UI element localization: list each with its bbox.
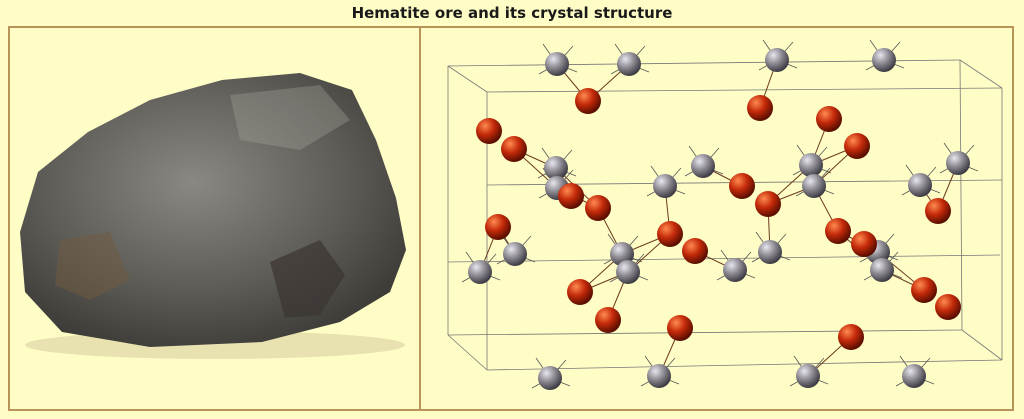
iron-atom [647, 364, 671, 388]
oxygen-atom [755, 191, 781, 217]
iron-atom [908, 173, 932, 197]
unit-cell-edge [959, 59, 963, 331]
oxygen-atom [911, 277, 937, 303]
oxygen-atom [844, 133, 870, 159]
iron-atom [870, 258, 894, 282]
oxygen-atom [729, 173, 755, 199]
unit-cell-edge [486, 359, 1003, 371]
oxygen-atom [935, 294, 961, 320]
unit-cell-edge [486, 87, 1003, 93]
oxygen-atom [825, 218, 851, 244]
iron-atom [872, 48, 896, 72]
oxygen-atom [667, 315, 693, 341]
unit-cell-edge [961, 329, 1003, 361]
iron-atom [617, 52, 641, 76]
iron-atom [691, 154, 715, 178]
oxygen-atom [747, 95, 773, 121]
iron-atom [799, 153, 823, 177]
iron-atom [802, 174, 826, 198]
oxygen-atom [558, 183, 584, 209]
iron-atom [616, 260, 640, 284]
iron-atom [468, 260, 492, 284]
panel-divider [419, 26, 421, 411]
iron-atom [796, 364, 820, 388]
iron-atom [545, 52, 569, 76]
oxygen-atom [925, 198, 951, 224]
oxygen-atom [851, 231, 877, 257]
unit-cell-edge [959, 59, 1003, 89]
iron-atom [653, 174, 677, 198]
unit-cell-edge [447, 65, 488, 93]
oxygen-atom [567, 279, 593, 305]
unit-cell-edge [447, 329, 963, 336]
oxygen-atom [595, 307, 621, 333]
hematite-crystal-structure [447, 39, 1003, 390]
iron-atom [544, 156, 568, 180]
hematite-ore-photo [20, 73, 406, 359]
figure-title: Hematite ore and its crystal structure [351, 4, 673, 22]
iron-atom [758, 240, 782, 264]
oxygen-atom [476, 118, 502, 144]
oxygen-atom [682, 238, 708, 264]
unit-cell-edge [447, 254, 1001, 263]
unit-cell-edge [447, 334, 488, 371]
oxygen-atom [585, 195, 611, 221]
oxygen-atom [838, 324, 864, 350]
iron-atom [946, 151, 970, 175]
figure-frame [8, 26, 1014, 411]
oxygen-atom [816, 106, 842, 132]
iron-atom [503, 242, 527, 266]
oxygen-atom [657, 221, 683, 247]
iron-atom [723, 258, 747, 282]
oxygen-atom [501, 136, 527, 162]
iron-atom [765, 48, 789, 72]
iron-atom [538, 366, 562, 390]
iron-atom [902, 364, 926, 388]
oxygen-atom [575, 88, 601, 114]
oxygen-atom [485, 214, 511, 240]
